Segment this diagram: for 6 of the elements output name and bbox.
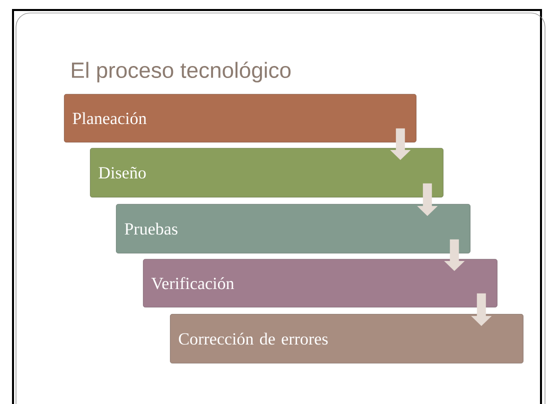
- step-box: Corrección de errores: [170, 314, 524, 364]
- step-box: Pruebas: [116, 204, 470, 254]
- step-box: Diseño: [90, 148, 444, 198]
- slide-title: El proceso tecnológico: [72, 62, 291, 82]
- step-box: Verificación: [143, 259, 498, 308]
- step-box: Planeación: [64, 94, 416, 142]
